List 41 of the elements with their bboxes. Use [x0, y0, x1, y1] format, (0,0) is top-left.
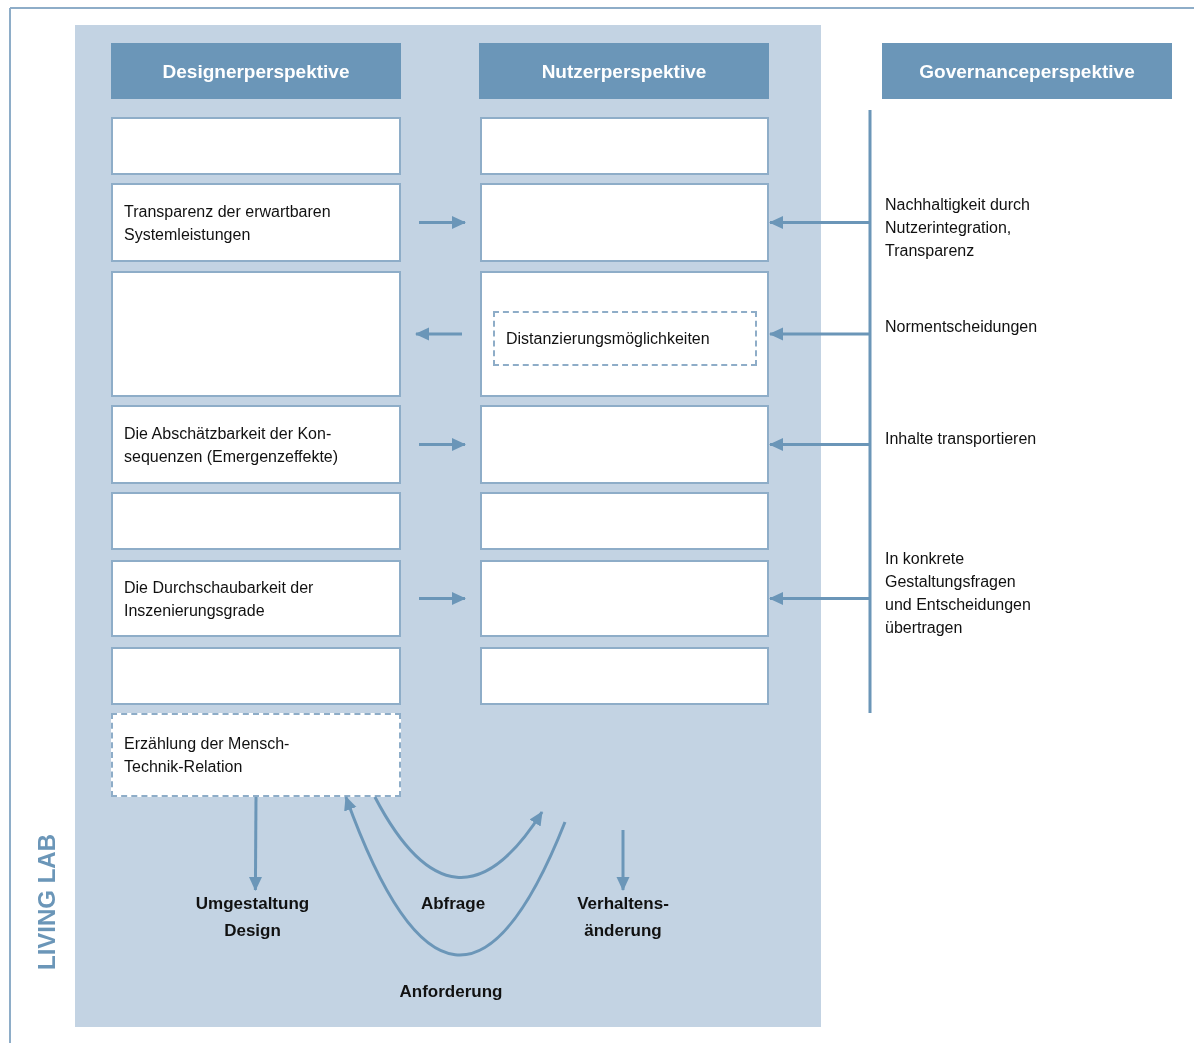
- annotation-text: Inhalte transportieren: [870, 426, 1090, 450]
- content-box: [480, 183, 769, 262]
- outcome-label: Umgestaltung Design: [180, 890, 325, 946]
- content-box: [480, 647, 769, 705]
- curved-arrow: [344, 796, 567, 957]
- content-box: [480, 560, 769, 637]
- annotation-text: In konkrete Gestaltungsfragen und Entscheidungen übertragen: [870, 545, 1042, 640]
- content-box: [111, 647, 401, 705]
- arrow: [419, 216, 466, 229]
- column-header: Governanceperspektive: [882, 43, 1172, 99]
- annotation-text: Nachhaltigkeit durch Nutzerintegration, Transparenz: [870, 191, 1070, 263]
- dashed-box: Distanzierungsmöglichkeiten: [493, 311, 757, 366]
- arrow: [769, 327, 870, 341]
- edge-label: Abfrage: [420, 893, 486, 915]
- arrow: [769, 216, 870, 229]
- content-box: [480, 117, 769, 175]
- arrow: [769, 438, 870, 451]
- content-box: [480, 492, 769, 550]
- annotation-text: Normentscheidungen: [870, 314, 1090, 338]
- content-box: Die Durchschaubarkeit der Inszenierungsgrade: [111, 560, 401, 637]
- content-box: Die Abschätzbarkeit der Kon- sequenzen (Emergenzeffekte): [111, 405, 401, 484]
- outcome-label: Verhaltens- änderung: [553, 890, 693, 946]
- vertical-label: LIVING LAB: [33, 834, 61, 970]
- content-box: [480, 271, 769, 397]
- arrow: [616, 830, 630, 891]
- edge-label: Anforderung: [399, 981, 503, 1003]
- content-box: [111, 117, 401, 175]
- arrow: [419, 438, 466, 451]
- arrow: [249, 797, 262, 891]
- content-box: [111, 271, 401, 397]
- column-header: Designerperspektive: [111, 43, 401, 99]
- arrow: [415, 327, 462, 341]
- arrow: [769, 592, 870, 605]
- column-header: Nutzerperspektive: [479, 43, 769, 99]
- curved-arrow: [373, 796, 544, 879]
- arrow: [419, 592, 466, 605]
- content-box: [480, 405, 769, 484]
- content-box: [111, 492, 401, 550]
- living-lab-panel: [75, 25, 821, 1027]
- content-box: Transparenz der erwartbaren Systemleistungen: [111, 183, 401, 262]
- dashed-box: Erzählung der Mensch- Technik-Relation: [111, 713, 401, 797]
